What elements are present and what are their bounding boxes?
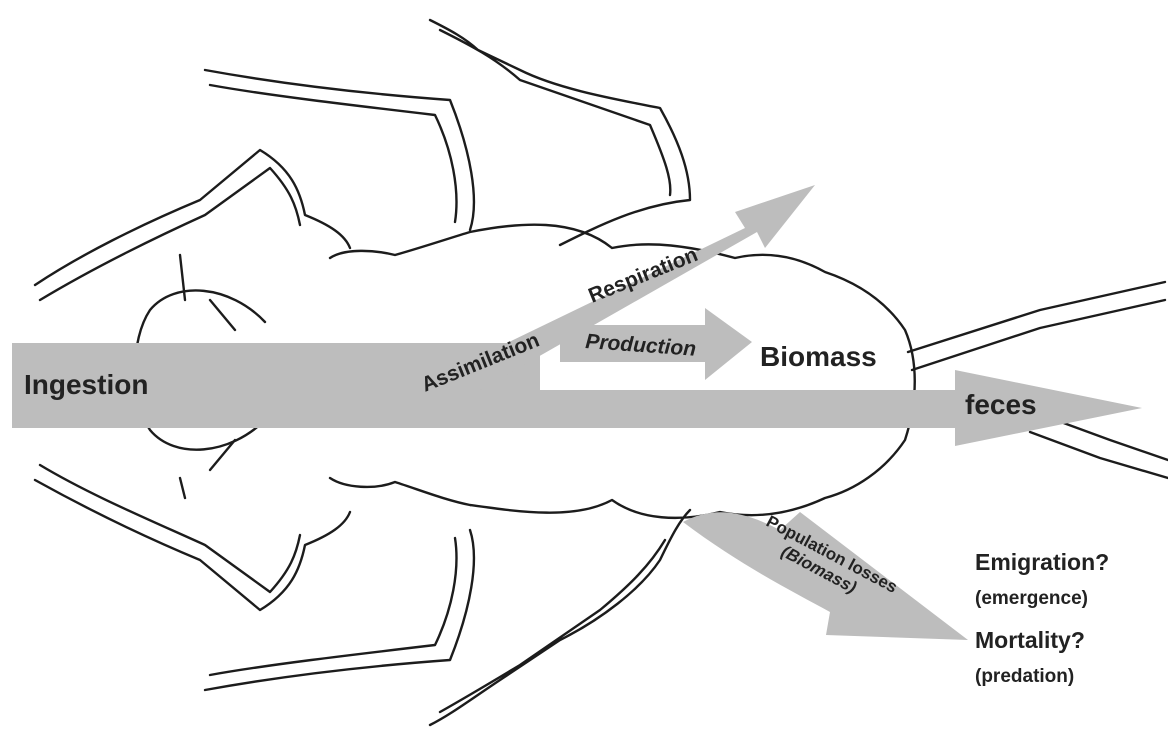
emigration-detail: (emergence) (975, 588, 1088, 609)
leg-upper-1 (430, 20, 690, 245)
cercus-lower (1050, 418, 1168, 460)
leg-lower-2 (205, 530, 474, 690)
feces-label: feces (965, 389, 1037, 420)
mortality-title: Mortality? (975, 627, 1085, 653)
cercus-lower-inner (1030, 432, 1168, 478)
ingestion-label: Ingestion (24, 369, 148, 400)
emigration-title: Emigration? (975, 549, 1109, 575)
leg-upper-2 (205, 70, 474, 230)
mortality-detail: (predation) (975, 666, 1074, 687)
respiration-label: Respiration (585, 243, 701, 308)
leg-upper-3 (35, 150, 350, 300)
biomass-label: Biomass (760, 341, 877, 372)
leg-lower-1 (35, 465, 350, 610)
cercus-upper (908, 282, 1165, 352)
leg-lower-3 (430, 510, 690, 725)
